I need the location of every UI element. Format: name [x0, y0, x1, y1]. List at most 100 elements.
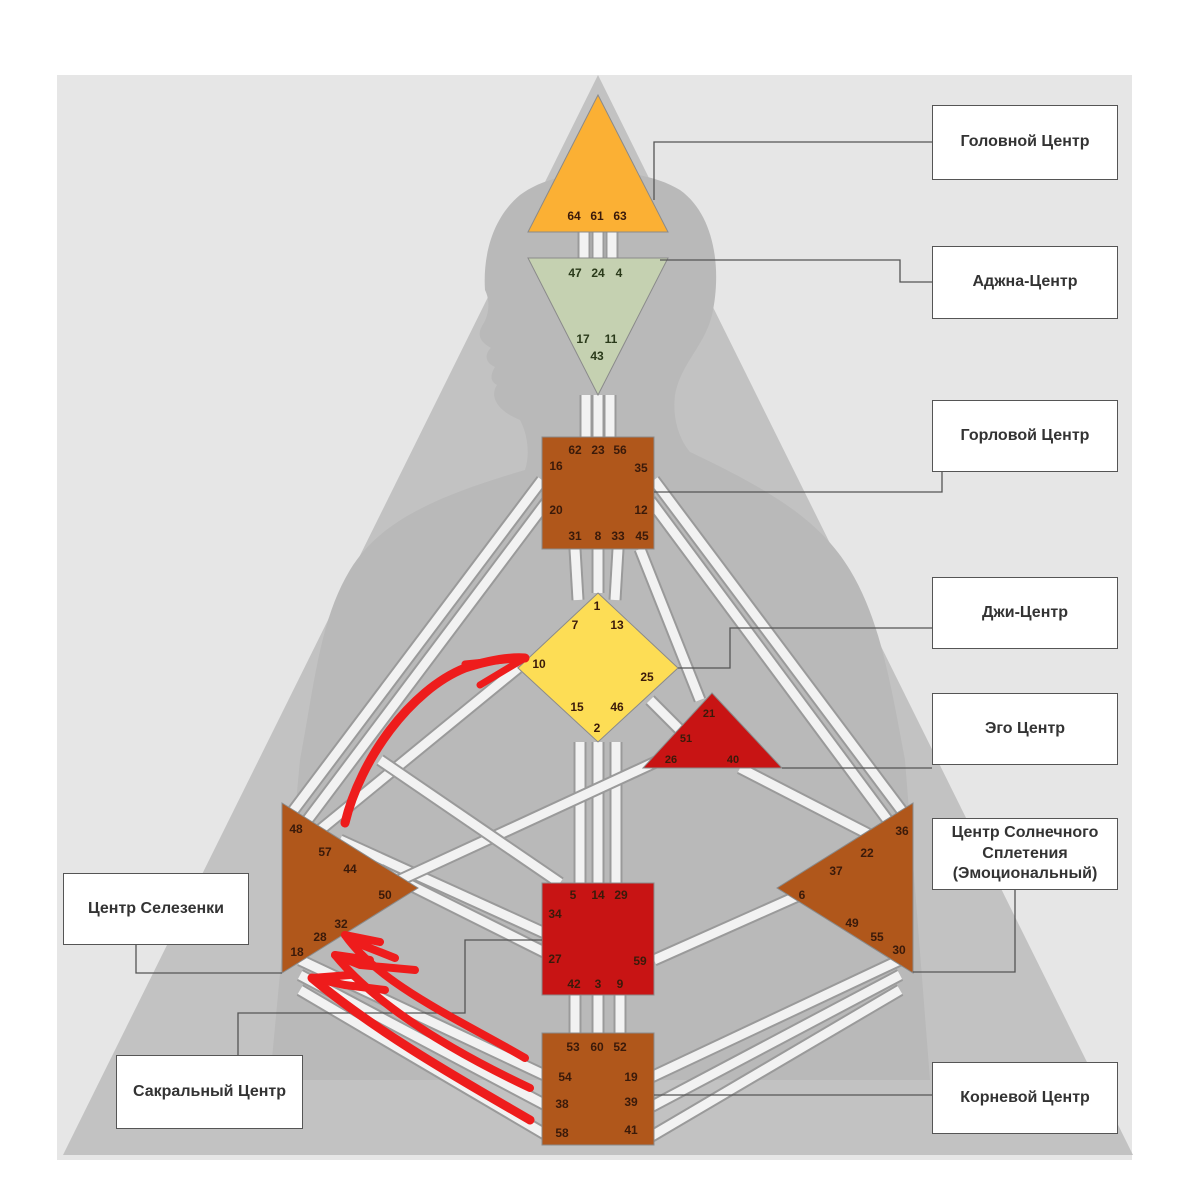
- gate-36: 36: [895, 824, 909, 838]
- gate-14: 14: [591, 888, 605, 902]
- label-g-center: Джи-Центр: [932, 577, 1118, 649]
- channel: [338, 835, 562, 945]
- arrow-head-g: [461, 654, 527, 689]
- channel: [610, 548, 623, 601]
- label-throat-center: Горловой Центр: [932, 400, 1118, 472]
- gate-34: 34: [548, 907, 562, 921]
- gate-56: 56: [613, 443, 627, 457]
- gate-51: 51: [680, 733, 692, 745]
- leader-throat: [654, 470, 943, 493]
- gate-23: 23: [591, 443, 605, 457]
- gate-59: 59: [633, 954, 647, 968]
- gate-33: 33: [611, 529, 625, 543]
- gate-7: 7: [572, 618, 579, 632]
- gate-8: 8: [595, 529, 602, 543]
- solar-plexus-center: [776, 802, 914, 974]
- channel: [286, 477, 546, 818]
- gate-39: 39: [624, 1095, 638, 1109]
- leader-sacral: [237, 939, 542, 1055]
- head-center: [527, 93, 669, 233]
- channel: [642, 971, 903, 1114]
- channel: [398, 755, 662, 885]
- gate-4: 4: [616, 266, 623, 280]
- gate-3: 3: [595, 977, 602, 991]
- gate-50: 50: [378, 888, 392, 902]
- label-root-center: Корневой Центр: [932, 1062, 1118, 1134]
- gate-48: 48: [289, 822, 303, 836]
- leader-ajna: [660, 259, 932, 283]
- gate-46: 46: [610, 700, 624, 714]
- gate-43: 43: [590, 349, 604, 363]
- gate-55: 55: [870, 930, 884, 944]
- gate-44: 44: [343, 862, 357, 876]
- gate-57: 57: [318, 845, 332, 859]
- gate-13: 13: [610, 618, 624, 632]
- gate-47: 47: [568, 266, 582, 280]
- gate-37: 37: [829, 864, 843, 878]
- gate-53: 53: [566, 1040, 580, 1054]
- gate-63: 63: [613, 209, 627, 223]
- channel: [296, 497, 552, 833]
- gate-35: 35: [634, 461, 648, 475]
- gate-60: 60: [590, 1040, 604, 1054]
- gate-29: 29: [614, 888, 628, 902]
- gate-61: 61: [590, 209, 604, 223]
- gate-20: 20: [549, 503, 563, 517]
- gate-2: 2: [594, 721, 601, 735]
- arrow-root-54: [341, 931, 529, 1062]
- arrow-head-32: [341, 931, 399, 962]
- label-sacral-center: Сакральный Центр: [116, 1055, 303, 1129]
- label-ego-center: Эго Центр: [932, 693, 1118, 765]
- leader-g: [678, 627, 932, 669]
- gate-17: 17: [576, 332, 590, 346]
- channel: [642, 986, 903, 1144]
- label-ajna-center: Аджна-Центр: [932, 246, 1118, 319]
- leader-solar: [913, 890, 1016, 973]
- gate-5: 5: [570, 888, 577, 902]
- gate-28: 28: [313, 930, 327, 944]
- gate-32: 32: [334, 917, 348, 931]
- gate-40: 40: [727, 754, 739, 766]
- gate-49: 49: [845, 916, 859, 930]
- gate-45: 45: [635, 529, 649, 543]
- red-arrows: [307, 653, 535, 1125]
- gate-27: 27: [548, 952, 562, 966]
- channel: [737, 763, 883, 845]
- throat-center: [541, 436, 655, 550]
- arrow-root-58: [307, 973, 535, 1125]
- label-head-center: Головной Центр: [932, 105, 1118, 180]
- channel: [646, 497, 899, 833]
- gate-58: 58: [555, 1126, 569, 1140]
- gate-15: 15: [570, 700, 584, 714]
- gate-22: 22: [860, 846, 874, 860]
- channel: [643, 955, 902, 1085]
- channel: [570, 548, 583, 601]
- gate-42: 42: [567, 977, 581, 991]
- ajna-center: [527, 257, 669, 397]
- arrow-head-18: [308, 971, 389, 994]
- gate-19: 19: [624, 1070, 638, 1084]
- channel: [635, 547, 705, 702]
- channel: [652, 890, 802, 965]
- arrow-head-28: [331, 951, 419, 974]
- gate-16: 16: [549, 459, 563, 473]
- gate-21: 21: [703, 708, 715, 720]
- leader-head: [653, 141, 932, 200]
- label-spleen-center: Центр Селезенки: [63, 873, 249, 945]
- leader-spleen: [135, 945, 282, 974]
- gate-41: 41: [624, 1123, 638, 1137]
- gate-10: 10: [532, 657, 546, 671]
- gate-26: 26: [665, 754, 677, 766]
- channel: [298, 955, 557, 1085]
- ego-center: [641, 692, 784, 769]
- label-solar-plexus-center: Центр Солнечного Сплетения (Эмоциональны…: [932, 818, 1118, 890]
- spleen-center: [281, 802, 419, 974]
- gate-11: 11: [605, 332, 618, 346]
- sacral-center: [541, 882, 655, 996]
- gate-30: 30: [892, 943, 906, 957]
- gate-1: 1: [594, 599, 601, 613]
- gate-31: 31: [568, 529, 582, 543]
- root-center: [541, 1032, 655, 1146]
- gate-62: 62: [568, 443, 582, 457]
- gate-numbers: 64 61 63 47 24 4 17 11 43 62 23 56 16 35…: [289, 209, 909, 1140]
